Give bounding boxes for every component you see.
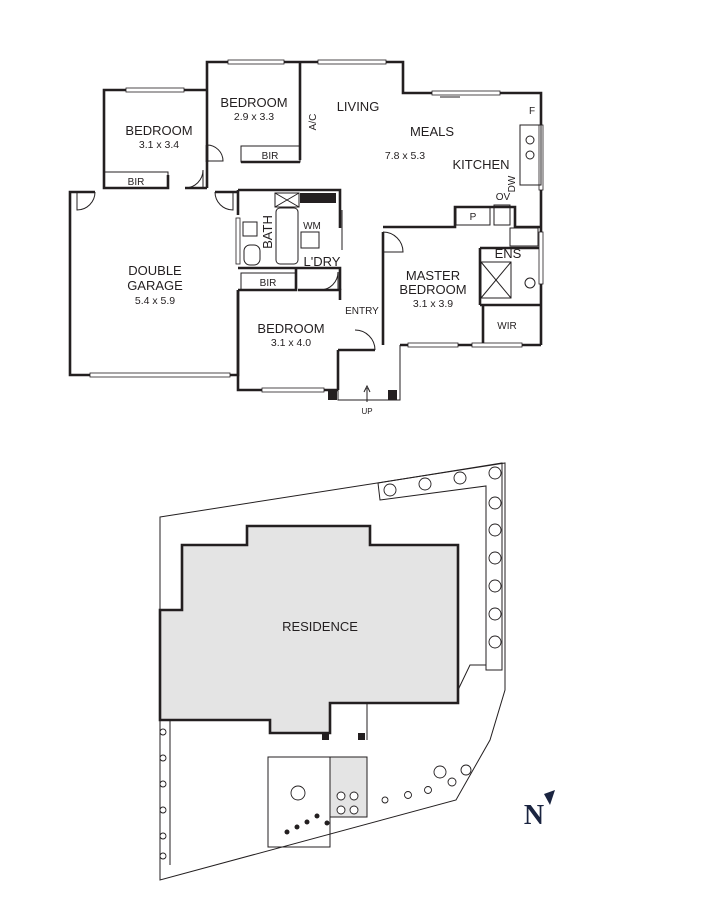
bir-label-2: BIR xyxy=(262,151,279,162)
site-boundary xyxy=(159,462,506,881)
washing-machine-label: WM xyxy=(303,221,321,232)
room-labels: BEDROOM 3.1 x 3.4 BEDROOM 2.9 x 3.3 LIVI… xyxy=(125,95,521,349)
dishwasher-label: DW xyxy=(507,175,518,192)
bir-label-1: BIR xyxy=(128,177,145,188)
fixture-labels: BIR BIR BIR A/C F DW OV P WM UP xyxy=(128,106,535,416)
bedroom-n-size: 2.9 x 3.3 xyxy=(234,111,274,123)
paved-area xyxy=(329,756,368,818)
bedroom-s-label: BEDROOM xyxy=(257,321,324,336)
site-shrubs xyxy=(159,466,502,860)
master-label-1: MASTER xyxy=(406,268,460,283)
kitchen-label: KITCHEN xyxy=(452,157,509,172)
fridge-label: F xyxy=(529,106,535,117)
garage-label-2: GARAGE xyxy=(127,278,183,293)
bedroom-n-label: BEDROOM xyxy=(220,95,287,110)
ac-label: A/C xyxy=(308,114,319,131)
north-label: N xyxy=(524,800,544,831)
house-windows xyxy=(89,59,544,393)
garage-size: 5.4 x 5.9 xyxy=(135,295,175,307)
bedroom-s-size: 3.1 x 4.0 xyxy=(271,337,311,349)
residence-label: RESIDENCE xyxy=(282,619,358,634)
bath-label: BATH xyxy=(260,215,275,249)
living-label: LIVING xyxy=(337,99,380,114)
north-arrow-icon: N xyxy=(524,790,555,831)
oven-label: OV xyxy=(496,192,511,203)
meals-label: MEALS xyxy=(410,124,454,139)
stairs-up-label: UP xyxy=(361,407,372,416)
master-label-2: BEDROOM xyxy=(399,282,466,297)
bir-label-3: BIR xyxy=(260,278,277,289)
driveway xyxy=(267,756,331,848)
residence-footprint xyxy=(158,524,460,735)
meals-size: 7.8 x 5.3 xyxy=(385,150,425,162)
laundry-label: L'DRY xyxy=(304,254,341,269)
pantry-label: P xyxy=(470,212,477,223)
ensuite-label: ENS xyxy=(495,246,522,261)
master-size: 3.1 x 3.9 xyxy=(413,298,453,310)
house-fixtures xyxy=(76,96,542,402)
entry-label: ENTRY xyxy=(345,306,379,317)
bedroom-nw-label: BEDROOM xyxy=(125,123,192,138)
site-plan: RESIDENCE xyxy=(158,462,506,881)
wir-label: WIR xyxy=(497,321,516,332)
bedroom-nw-size: 3.1 x 3.4 xyxy=(139,139,179,151)
garden-bed-east xyxy=(377,462,503,671)
garage-label-1: DOUBLE xyxy=(128,263,182,278)
